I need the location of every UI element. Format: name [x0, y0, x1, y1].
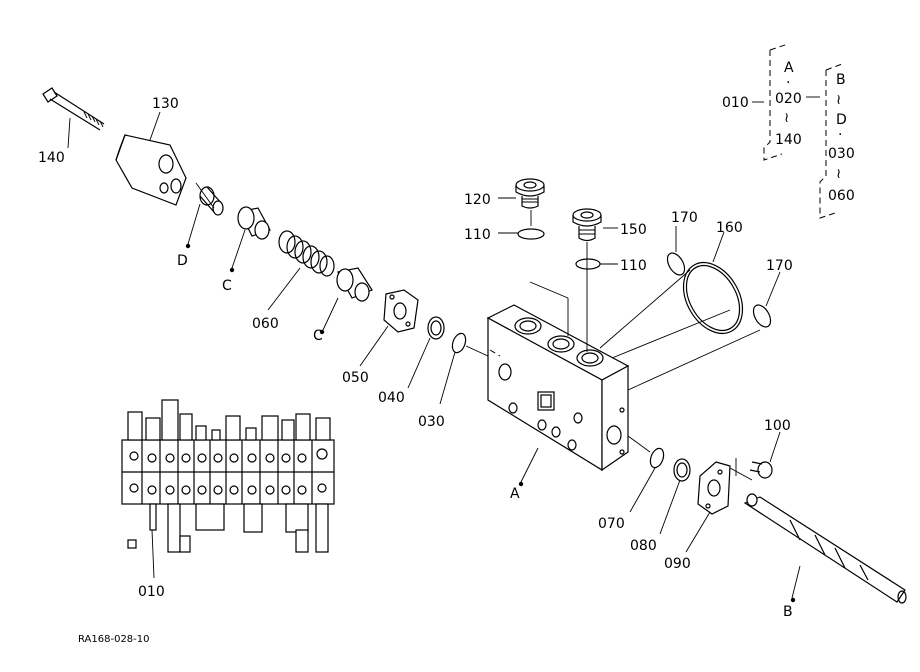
- oring-170-a: [666, 252, 686, 276]
- label-b: B: [783, 604, 793, 620]
- label-060: 060: [252, 316, 279, 332]
- drawing-code: RA168-028-10: [78, 634, 150, 645]
- cover-130: [115, 134, 187, 206]
- label-160: 160: [716, 220, 743, 236]
- legend-col1-item: 020: [775, 91, 802, 107]
- oring-070: [649, 447, 665, 469]
- plug-120: [515, 178, 545, 209]
- ring-080: [673, 458, 691, 482]
- screw-100: [749, 461, 773, 479]
- ring-040: [427, 316, 445, 340]
- legend-col2-item: B: [836, 72, 846, 88]
- legend-col2-item: D: [836, 112, 847, 128]
- label-080: 080: [630, 538, 657, 554]
- flange-090: [697, 461, 731, 515]
- label-120: 120: [464, 192, 491, 208]
- label-a: A: [510, 486, 520, 502]
- label-050: 050: [342, 370, 369, 386]
- legend-col2-item: ≀: [836, 166, 841, 182]
- legend-col1-item: ≀: [784, 110, 789, 126]
- label-030: 030: [418, 414, 445, 430]
- plug-150: [572, 208, 602, 242]
- bolt-140: [42, 87, 105, 131]
- label-070: 070: [598, 516, 625, 532]
- oring-110-upper: [517, 228, 545, 240]
- reference-dots: [185, 243, 796, 603]
- label-c-upper: C: [222, 278, 232, 294]
- legend-col1-item: A: [784, 60, 794, 76]
- label-130: 130: [152, 96, 179, 112]
- legend-col1-item: ·: [786, 75, 790, 91]
- spring-seat-upper: [237, 206, 271, 240]
- flange-050: [383, 289, 419, 333]
- oring-170-b: [752, 304, 772, 328]
- spring-seat-lower: [336, 267, 373, 302]
- legend-col2-item: ≀: [836, 92, 841, 108]
- label-040: 040: [378, 390, 405, 406]
- label-010-bottom: 010: [138, 584, 165, 600]
- label-170-b: 170: [766, 258, 793, 274]
- legend-col2-item: ·: [838, 127, 842, 143]
- label-110-b: 110: [620, 258, 647, 274]
- label-170-a: 170: [671, 210, 698, 226]
- legend-col2-item: 030: [828, 146, 855, 162]
- leader-lines: [67, 111, 801, 599]
- valve-overview: [121, 399, 335, 579]
- label-d: D: [177, 253, 188, 269]
- part-labels: 140 130 D C 060 C 050 040 030 120 110 15…: [38, 96, 793, 620]
- spring-060: [278, 230, 335, 277]
- label-150: 150: [620, 222, 647, 238]
- valve-block-a: [486, 304, 630, 472]
- label-140: 140: [38, 150, 65, 166]
- legend-group-label: 010: [722, 95, 749, 111]
- oring-030: [451, 332, 467, 354]
- label-090: 090: [664, 556, 691, 572]
- oring-110-lower: [575, 258, 601, 270]
- legend-col1-item: 140: [775, 132, 802, 148]
- oring-160: [682, 262, 744, 334]
- label-110-a: 110: [464, 227, 491, 243]
- assembly-legend: 010 A · 020 ≀ 140 B ≀ D · 030 ≀ 060: [722, 43, 855, 219]
- label-100: 100: [764, 418, 791, 434]
- legend-col2-item: 060: [828, 188, 855, 204]
- label-c-lower: C: [313, 328, 323, 344]
- plug-d: [195, 182, 224, 216]
- spool-b: [743, 493, 907, 604]
